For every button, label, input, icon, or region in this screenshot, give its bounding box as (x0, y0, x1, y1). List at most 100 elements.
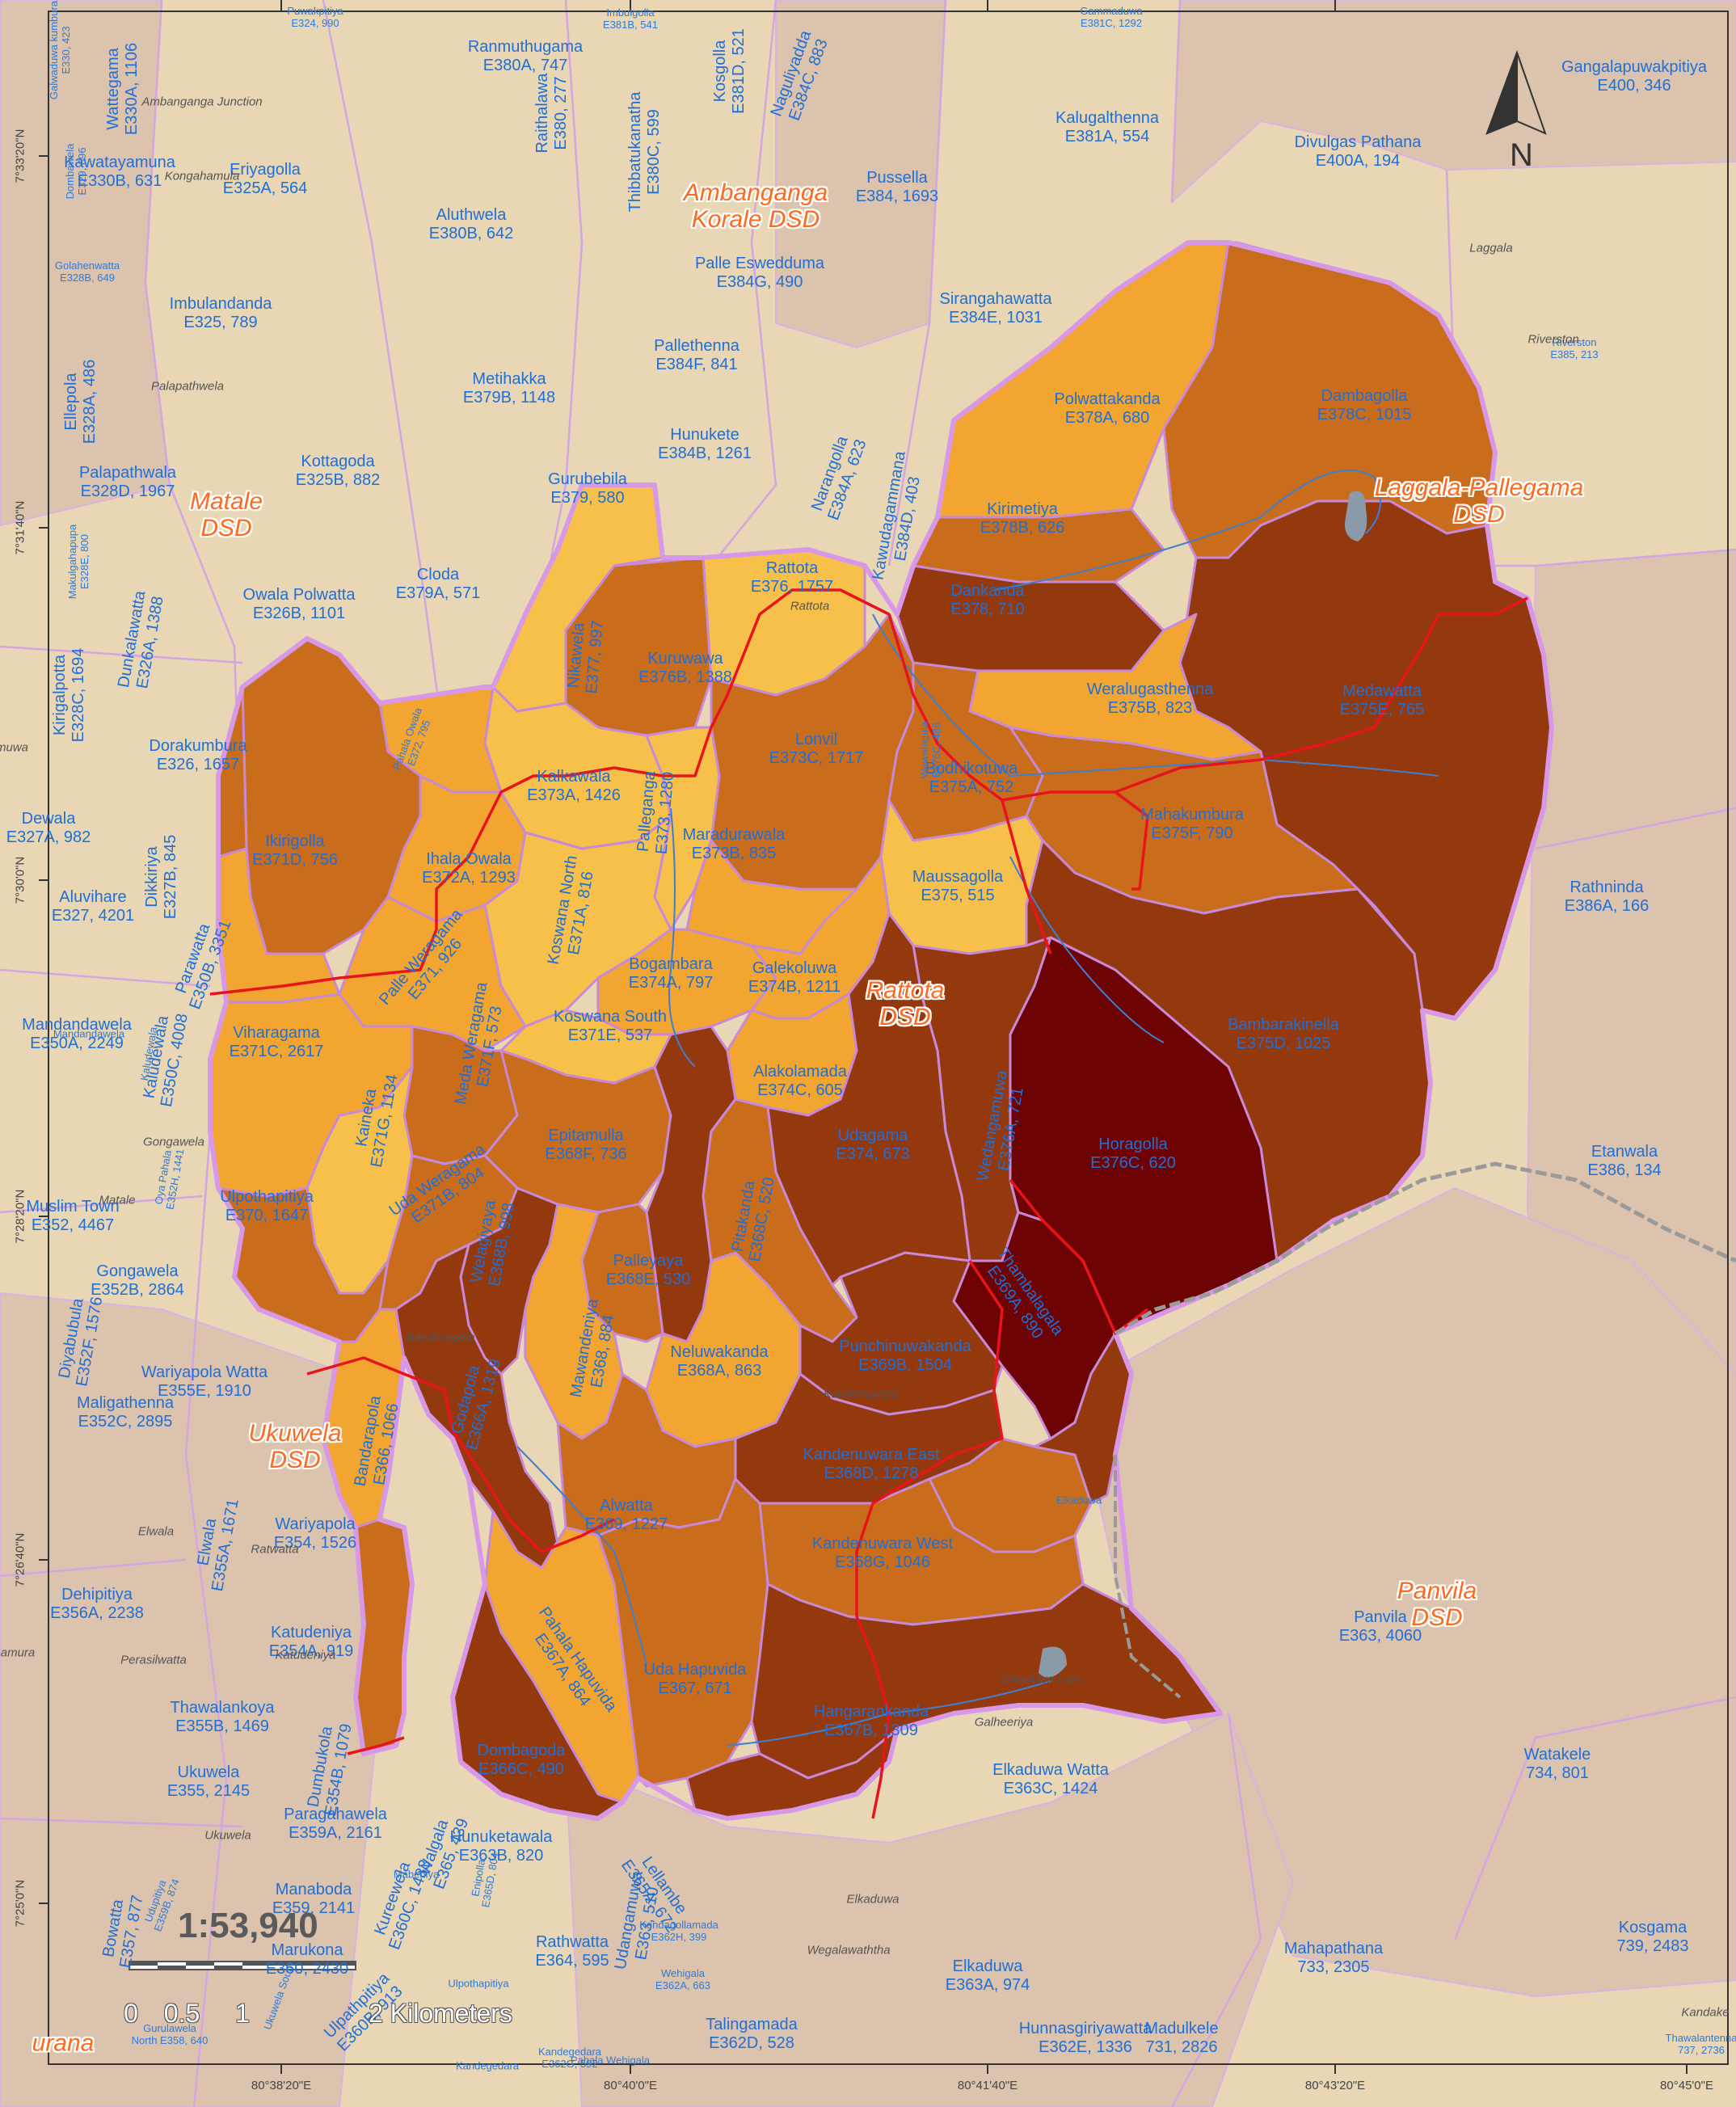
latitude-label: 7°30'0"N (13, 856, 27, 904)
district-border (1114, 1161, 1736, 1336)
lake (1345, 491, 1367, 541)
north-label: N (1510, 137, 1533, 173)
longitude-label: 80°45'0"E (1660, 2079, 1713, 2092)
road (209, 588, 1052, 996)
gnd-label-small: Mabeniya (393, 1868, 440, 1881)
longitude-label: 80°43'20"E (1304, 2079, 1366, 2092)
river (516, 1446, 647, 1666)
boundary-line (1535, 807, 1736, 850)
latitude-label: 7°28'20"N (13, 1189, 27, 1244)
place-label: Wegalawaththa (807, 1943, 891, 1957)
latitude-label: 7°33'20"N (13, 129, 27, 183)
boundary-line (322, 0, 454, 809)
scale-bar-segment (214, 1966, 242, 1970)
latitude-label: 7°26'40"N (13, 1532, 27, 1587)
gnd-n-mid (775, 0, 947, 349)
scale-bar-segment (186, 1962, 214, 1966)
river (668, 807, 696, 1068)
road (1114, 790, 1149, 891)
place-label: Galheeriya (974, 1715, 1034, 1730)
boundary-line (0, 968, 211, 988)
scale-bar (129, 1961, 356, 1970)
place-label: Perasilwatta (120, 1653, 187, 1667)
boundary-line (1453, 1696, 1736, 1941)
rivers (516, 469, 1439, 1747)
road (1009, 1178, 1149, 1335)
road (1001, 596, 1528, 802)
map-frame (48, 11, 1729, 2065)
neatline (48, 11, 1729, 2065)
road (306, 1356, 615, 1553)
place-label: Rattota (790, 599, 830, 613)
scale-bar-label-0: 0 (124, 1999, 138, 2028)
place-label: Palapathwela (150, 379, 225, 394)
north-arrow-icon (1485, 50, 1547, 135)
boundary-line (0, 1195, 203, 1214)
scale-bar-segment (129, 1962, 158, 1966)
scale-ratio: 1:53,940 (178, 1906, 318, 1945)
latitude-label: 7°25'0"N (13, 1879, 27, 1928)
boundary-line (0, 1558, 187, 1578)
place-label: Bandarapola (406, 1330, 475, 1345)
river (1009, 856, 1165, 1043)
place-label: Gongawela (143, 1135, 204, 1149)
roads (209, 588, 1528, 1819)
place-label: Ukuwela (204, 1828, 251, 1843)
gnd-label-small: Pahala Wehigala (570, 2054, 651, 2067)
place-label: Kandenuwara (823, 1387, 899, 1401)
